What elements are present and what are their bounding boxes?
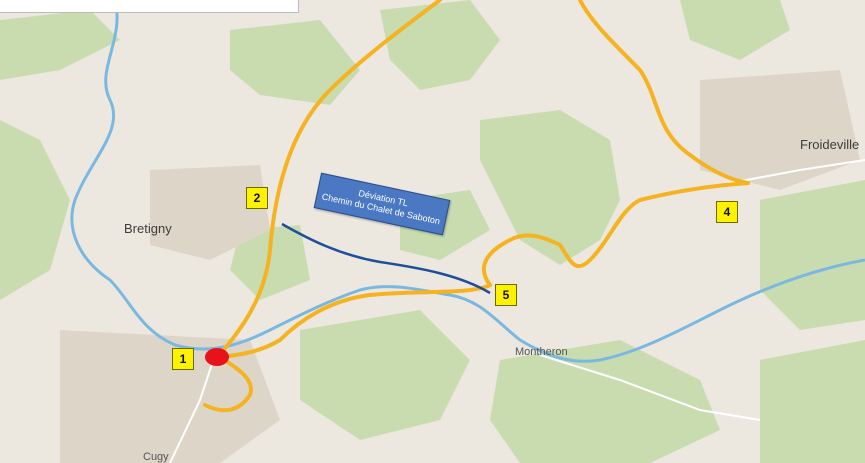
forest-bottom-right (490, 340, 720, 463)
forest-far-right-bottom (760, 340, 865, 463)
forest-bottom-mid (300, 310, 470, 440)
main-route (203, 0, 750, 413)
place-montheron: Montheron (515, 346, 568, 358)
route-north-east (578, 0, 750, 185)
road-montheron (539, 354, 761, 421)
route-east (482, 181, 750, 287)
marker-2[interactable]: 2 (246, 187, 268, 209)
minor-roads (169, 159, 865, 463)
marker-4[interactable]: 4 (716, 201, 738, 223)
forest-left-strip (0, 120, 70, 300)
road-cugy (169, 354, 216, 463)
stop-marker (205, 348, 229, 366)
river (70, 0, 865, 363)
road-froideville (719, 159, 865, 186)
forest-top-center (230, 20, 360, 105)
marker-5[interactable]: 5 (495, 284, 517, 306)
bretigny-area (150, 165, 270, 260)
forest-right-top (680, 0, 790, 60)
route-south (218, 283, 492, 359)
place-bretigny: Bretigny (124, 221, 172, 236)
marker-1[interactable]: 1 (172, 348, 194, 370)
deviation-line (281, 222, 491, 295)
forest-right (760, 180, 865, 330)
froideville-area (700, 70, 860, 190)
route-north-west (216, 0, 442, 359)
place-froideville: Froideville (800, 137, 860, 152)
map-info-box (0, 0, 299, 13)
place-cugy: Cugy (143, 451, 169, 463)
forest-center (480, 110, 620, 265)
route-loop-south (203, 355, 253, 413)
forest-top-left (0, 10, 120, 80)
